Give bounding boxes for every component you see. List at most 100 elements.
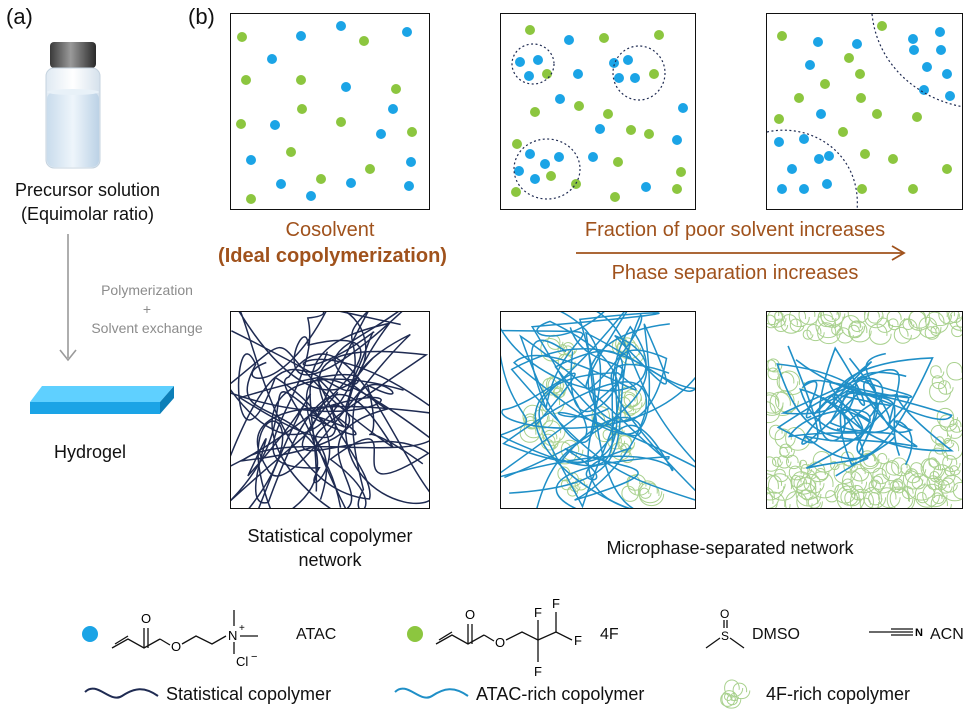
microphase-network-box-1 [500,311,696,509]
fourf-dot [571,179,581,189]
fourf-rich-coil [768,424,811,459]
statistical-line1: Statistical copolymer [247,526,413,546]
fourf-dot [844,53,854,63]
fourf-dot [316,174,326,184]
atac-dot [945,91,955,101]
dmso-structure-icon: O S [705,607,745,649]
fourf-dot [774,114,784,124]
fourf-dot [391,84,401,94]
statistical-line2: network [298,550,362,570]
fourf-dot [603,109,613,119]
fourf-rich-coil [819,312,866,344]
atac-dot [623,55,633,65]
atac-dot [554,152,564,162]
process-plus: + [142,301,152,317]
atac-rich-chain [787,346,907,469]
atac-dot [555,94,565,104]
fourf-dot [296,75,306,85]
svg-text:Cl: Cl [236,654,248,669]
svg-text:O: O [720,607,729,621]
atac-dot [799,134,809,144]
atac-dot [909,45,919,55]
fourf-rich-coil [767,455,792,483]
atac-dot [922,62,932,72]
atac-dot [614,73,624,83]
cluster-outline [767,129,858,209]
atac-dot [824,151,834,161]
atac-dot [787,164,797,174]
statistical-chain [237,312,401,508]
cosolvent-dot-box [230,13,430,210]
fourf-dot [877,21,887,31]
svg-text:O: O [171,639,181,654]
fourf-rich-coil [920,457,946,483]
atac-dot [814,154,824,164]
fourf-dot [794,93,804,103]
fourf-dot [888,154,898,164]
fourf-dot [525,25,535,35]
fourf-dot [820,79,830,89]
atac-dot [942,69,952,79]
fourf-rich-coil [834,470,868,508]
fourf-rich-coil [930,407,962,446]
atac-rich-chain [776,363,918,466]
atac-dot [936,45,946,55]
fourf-dot [626,125,636,135]
fourf-dot [511,187,521,197]
legend-statistical: Statistical copolymer [166,684,332,704]
atac-dot [406,157,416,167]
atac-dot [672,135,682,145]
atac-dot [799,184,809,194]
intermediate-dot-box [500,13,696,210]
fourf-rich-coil [785,454,813,481]
legend-atac-rich: ATAC-rich copolymer [476,684,645,704]
fourf-dot [857,184,867,194]
atac-rich-chain [557,312,695,508]
fourf-rich-coil [830,451,858,484]
fourf-dot [599,33,609,43]
atac-rich-chain [504,323,668,508]
atac-dot [296,31,306,41]
hydrogel-label: Hydrogel [53,442,127,462]
atac-dot [376,129,386,139]
atac-dot [515,57,525,67]
atac-dot [822,179,832,189]
svg-text:S: S [721,629,729,643]
fourf-dot [546,171,556,181]
fourf-rich-swatch [720,679,751,709]
fourf-rich-coil [780,312,820,340]
cluster-outline [612,45,666,101]
cosolvent-label: Cosolvent [285,219,375,241]
atac-rich-swatch [394,687,469,699]
fourf-rich-coil [868,473,906,508]
statistical-chain [301,383,429,508]
atac-dot [564,35,574,45]
fourf-rich-coil [928,436,962,471]
fourf-dot [246,194,256,204]
atac-dot [246,155,256,165]
atac-dot [525,149,535,159]
precursor-line1: Precursor solution [14,180,161,200]
fourf-rich-coil [767,390,799,424]
atac-dot [588,152,598,162]
fourf-dot [297,104,307,114]
atac-dot [678,103,688,113]
atac-dot [641,182,651,192]
fourf-dot [574,101,584,111]
fourf-dot [855,69,865,79]
fourf-rich-coil [795,471,839,508]
fourf-dot [236,119,246,129]
svg-text:F: F [534,605,542,620]
atac-rich-chain [509,312,643,508]
atac-dot [609,58,619,68]
svg-text:O: O [141,611,151,626]
fourf-dot [407,127,417,137]
atac-dot [919,85,929,95]
svg-text:+: + [239,623,245,634]
atac-dot [816,109,826,119]
panel-label-a: (a) [6,4,33,29]
svg-text:F: F [534,664,542,679]
statistical-chain [240,378,429,508]
poor-solvent-dot-box [766,13,963,210]
fourf-dot [241,75,251,85]
